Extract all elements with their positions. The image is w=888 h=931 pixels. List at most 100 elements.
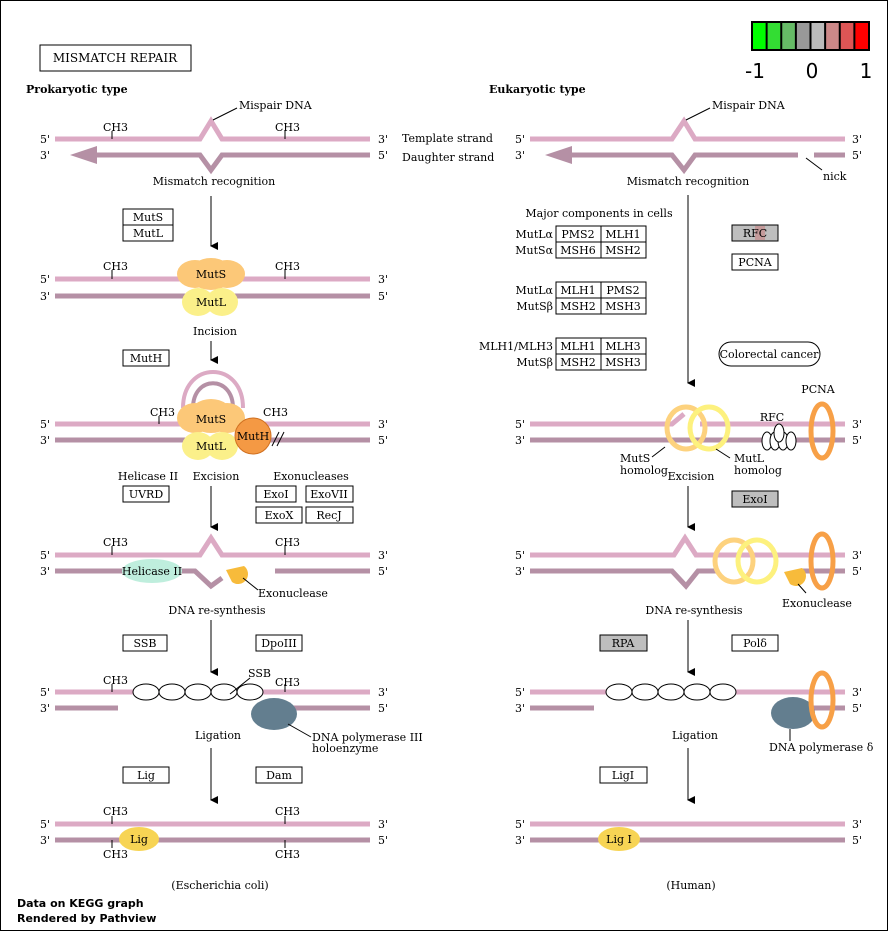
- gene-label-exovii: ExoVII: [310, 488, 348, 501]
- strand-end-label: 3': [852, 686, 862, 699]
- prok-ch3-6c: CH3: [103, 848, 128, 861]
- euk-row1-template: [530, 116, 845, 142]
- rpa-proteins: [605, 683, 737, 701]
- strand-end-label: 3': [378, 549, 388, 562]
- gene-label-ssb: SSB: [134, 637, 157, 650]
- strand-end-label: 3': [378, 418, 388, 431]
- complex-gene-box[interactable]: [600, 241, 647, 259]
- pcna-ring-2: [808, 531, 836, 591]
- gene-label-exoi: ExoI: [263, 488, 288, 501]
- prokaryotic-heading: Prokaryotic type: [26, 83, 128, 96]
- legend-swatch: [839, 22, 855, 50]
- legend-swatch: [795, 22, 811, 50]
- gene-box-exoi[interactable]: [255, 485, 297, 503]
- complex-gene-label: MLH3: [605, 340, 640, 353]
- complex-gene-label: MLH1: [605, 228, 640, 241]
- strand-end-label: 5': [852, 834, 862, 847]
- prok-step-excision: Excision: [193, 470, 240, 483]
- legend-swatch: [810, 22, 826, 50]
- gene-label-rfc: RFC: [743, 227, 767, 240]
- strand-end-label: 3': [40, 702, 50, 715]
- mutl-protein-2-label: MutL: [196, 440, 227, 453]
- gene-box-exovii[interactable]: [305, 485, 354, 503]
- euk-exonuclease-protein: [784, 568, 807, 586]
- pcna-label: PCNA: [801, 383, 835, 396]
- legend-swatch: [854, 22, 870, 50]
- prok-mispair-label: Mispair DNA: [239, 99, 313, 112]
- gene-box-dpoiii[interactable]: [255, 634, 303, 652]
- prok-ch3-1a: CH3: [103, 121, 128, 134]
- dna-loop-inner: [191, 381, 235, 409]
- legend-swatch: [825, 22, 841, 50]
- complex-gene-label: MLH1: [560, 340, 595, 353]
- strand-end-label: 5': [515, 818, 525, 831]
- strand-end-label: 5': [515, 686, 525, 699]
- complex-gene-box[interactable]: [600, 297, 647, 315]
- muts-homolog-ring: [664, 404, 708, 452]
- gene-label-exox: ExoX: [265, 509, 294, 522]
- gene-box-mutl[interactable]: [122, 224, 174, 242]
- prok-row4-template: [55, 533, 370, 558]
- strand-end-label: 3': [515, 565, 525, 578]
- prok-ch3-3a: CH3: [150, 406, 175, 419]
- prok-exonuclease-label: Exonuclease: [258, 587, 328, 600]
- legend-swatch: [766, 22, 782, 50]
- prok-ch3-6a: CH3: [103, 805, 128, 818]
- strand-end-label: 5': [40, 818, 50, 831]
- strand-end-label: 3': [852, 133, 862, 146]
- gene-box-exox[interactable]: [255, 506, 303, 524]
- euk-exonuclease-label: Exonuclease: [782, 597, 852, 610]
- gene-box-lig[interactable]: [122, 766, 170, 784]
- prok-ch3-5b: CH3: [275, 676, 300, 689]
- euk-row3-daughter: [530, 568, 718, 590]
- dnapol-iii-label-2: holoenzyme: [312, 742, 378, 755]
- complex-name: MutSα: [515, 244, 553, 257]
- gene-box-dam[interactable]: [255, 766, 303, 784]
- prok-ch3-4b: CH3: [275, 536, 300, 549]
- muts-protein-2-label: MutS: [196, 413, 226, 426]
- complex-name: MutLα: [515, 284, 553, 297]
- strand-end-label: 3': [515, 149, 525, 162]
- gene-box-ssb[interactable]: [122, 634, 168, 652]
- gene-box-muth[interactable]: [122, 349, 170, 367]
- euk-step-recognition: Mismatch recognition: [627, 175, 749, 188]
- strand-end-label: 5': [852, 434, 862, 447]
- euk-daughter-arrowhead: [545, 146, 572, 164]
- strand-end-label: 3': [515, 702, 525, 715]
- complex-gene-label: MSH3: [605, 300, 640, 313]
- rfc-heat-stripe: [755, 226, 765, 240]
- gene-box-pcna[interactable]: [731, 253, 779, 271]
- pcna-ring: [808, 401, 836, 461]
- muts-protein: [177, 258, 245, 290]
- complex-gene-box[interactable]: [600, 353, 647, 371]
- gene-box-euk-exoi[interactable]: [731, 490, 779, 508]
- prok-ch3-6b: CH3: [275, 805, 300, 818]
- prok-ch3-6d: CH3: [275, 848, 300, 861]
- helicase-protein-label: Helicase II: [122, 565, 182, 578]
- prok-organism: (Escherichia coli): [171, 879, 268, 892]
- strand-end-label: 5': [378, 434, 388, 447]
- strand-end-label: 3': [378, 818, 388, 831]
- complex-gene-label: MSH3: [605, 356, 640, 369]
- gene-box-rpa[interactable]: [599, 634, 648, 652]
- colorectal-cancer-link[interactable]: [718, 341, 821, 367]
- complex-gene-label: MSH2: [560, 300, 595, 313]
- gene-box-recj[interactable]: [305, 506, 354, 524]
- strand-end-label: 5': [40, 549, 50, 562]
- complex-gene-label: MSH2: [560, 356, 595, 369]
- strand-end-label: 3': [852, 418, 862, 431]
- prok-ch3-5a: CH3: [103, 674, 128, 687]
- muts-protein-2: [177, 399, 245, 433]
- gene-box-ligi[interactable]: [599, 766, 648, 784]
- prok-ch3-2a: CH3: [103, 260, 128, 273]
- strand-end-label: 5': [515, 418, 525, 431]
- strand-end-label: 3': [40, 834, 50, 847]
- gene-box-uvrd[interactable]: [122, 485, 170, 503]
- gene-box-pold[interactable]: [731, 634, 779, 652]
- ligi-protein-label: Lig I: [606, 833, 632, 846]
- strand-end-label: 3': [852, 549, 862, 562]
- dnapol-iii-protein: [251, 698, 297, 730]
- strand-end-label: 5': [378, 290, 388, 303]
- strand-end-label: 3': [40, 565, 50, 578]
